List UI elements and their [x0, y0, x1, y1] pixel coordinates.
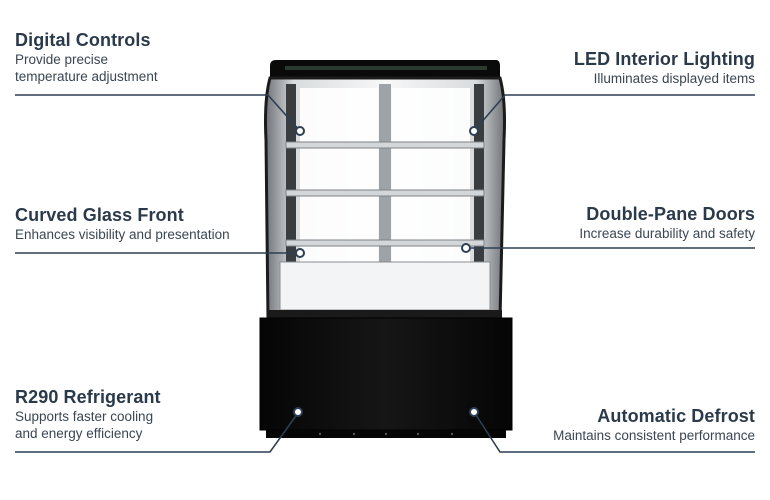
callout-line-digital-controls	[15, 94, 301, 132]
feature-description: Illuminates displayed items	[593, 71, 755, 86]
callout-dot-led-lighting	[469, 126, 479, 136]
cabinet-screw	[450, 432, 454, 436]
callout-dot-digital-controls	[295, 126, 305, 136]
callout-dot-curved-glass	[295, 248, 305, 258]
feature-double-pane-doors: Double-Pane Doors Increase durability an…	[579, 203, 755, 242]
feature-description: and energy efficiency	[15, 426, 143, 441]
bottom-deck	[279, 261, 491, 311]
feature-description: Enhances visibility and presentation	[15, 227, 230, 242]
feature-description: Provide precise	[15, 52, 109, 67]
cabinet-screw	[318, 432, 322, 436]
bottom-rail	[268, 310, 502, 320]
feature-title: Curved Glass Front	[15, 205, 184, 225]
feature-title: Automatic Defrost	[597, 406, 755, 426]
feature-description: Supports faster cooling	[15, 409, 154, 424]
cabinet-screw	[352, 432, 356, 436]
feature-title: Digital Controls	[15, 30, 151, 50]
feature-title: Double-Pane Doors	[586, 204, 755, 224]
feature-description: Increase durability and safety	[579, 226, 755, 241]
side-post-left	[286, 84, 296, 316]
feature-description: temperature adjustment	[15, 69, 158, 84]
feature-curved-glass-front: Curved Glass Front Enhances visibility a…	[15, 204, 230, 243]
callout-line-auto-defrost	[473, 411, 755, 453]
feature-title: R290 Refrigerant	[15, 387, 161, 407]
feature-digital-controls: Digital Controls Provide precise tempera…	[15, 29, 158, 85]
feature-r290-refrigerant: R290 Refrigerant Supports faster cooling…	[15, 386, 161, 442]
callout-dot-r290	[293, 407, 303, 417]
shelf-3	[285, 239, 485, 247]
cabinet-screw	[384, 432, 388, 436]
callout-line-led-lighting	[473, 94, 755, 132]
feature-title: LED Interior Lighting	[573, 49, 755, 69]
callout-line-r290	[15, 412, 299, 453]
side-post-right	[474, 84, 484, 316]
feature-led-interior-lighting: LED Interior Lighting Illuminates displa…	[574, 48, 755, 87]
callout-dot-auto-defrost	[469, 407, 479, 417]
cabinet-screw	[416, 432, 420, 436]
top-cap-highlight	[285, 66, 487, 70]
shelf-2	[285, 189, 485, 197]
feature-automatic-defrost: Automatic Defrost Maintains consistent p…	[553, 405, 755, 444]
feature-description: Maintains consistent performance	[553, 428, 755, 443]
shelf-1	[285, 141, 485, 149]
callout-dot-double-pane	[461, 243, 471, 253]
